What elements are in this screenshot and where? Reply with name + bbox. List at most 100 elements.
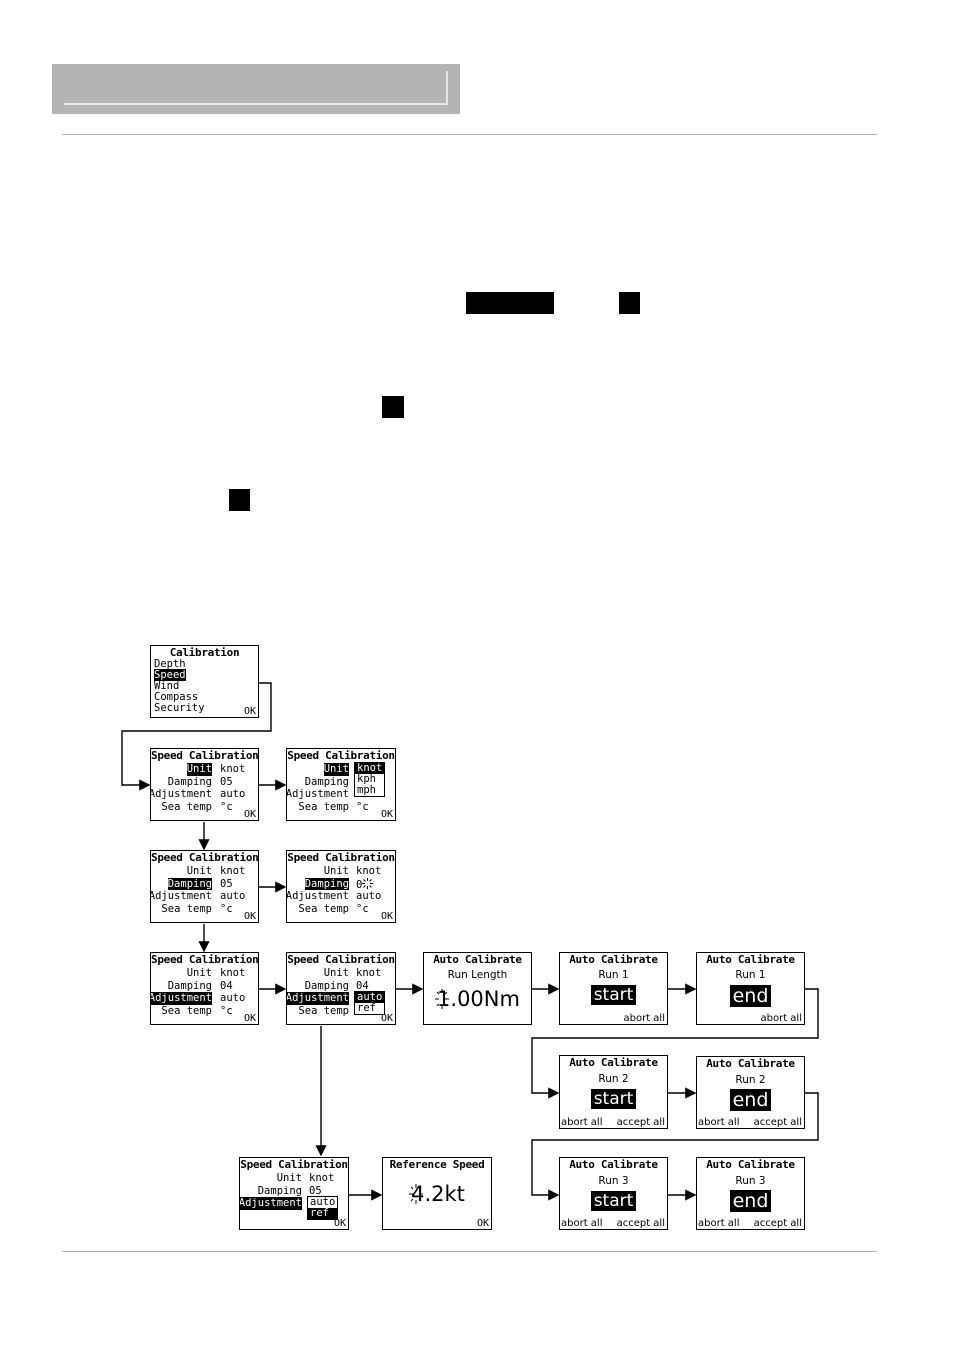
start-indicator[interactable]: start: [560, 1089, 667, 1109]
unit-dropdown[interactable]: knot kph mph: [354, 762, 386, 797]
start-text: start: [590, 1089, 637, 1109]
sea-temp-row[interactable]: Sea temp °c: [287, 903, 395, 916]
ok-softkey[interactable]: OK: [333, 1218, 346, 1229]
screen-title: Speed Calibration: [151, 749, 259, 762]
unit-row[interactable]: Unit: [287, 763, 395, 776]
adjustment-dropdown[interactable]: auto ref: [354, 991, 386, 1015]
key-symbol-small-3: [229, 489, 250, 511]
end-indicator[interactable]: end: [697, 985, 804, 1007]
screen-title: Auto Calibrate: [706, 953, 795, 966]
start-indicator[interactable]: start: [560, 985, 667, 1005]
adjustment-row[interactable]: Adjustment: [287, 992, 395, 1005]
sea-temp-label: Sea temp: [298, 902, 349, 915]
end-indicator[interactable]: end: [697, 1089, 804, 1111]
menu-item-depth[interactable]: Depth: [154, 658, 186, 670]
unit-value: knot: [356, 967, 382, 979]
sea-temp-value: °c: [356, 800, 369, 813]
abort-all-softkey[interactable]: abort all: [698, 1117, 740, 1128]
reference-speed-value[interactable]: 4.2kt: [383, 1182, 491, 1206]
sea-temp-row[interactable]: Sea temp: [287, 1005, 395, 1018]
damping-label: Damping: [167, 775, 212, 788]
ok-softkey[interactable]: OK: [380, 911, 393, 922]
damping-row: Damping: [287, 776, 395, 789]
blink-cursor-icon: [362, 877, 374, 889]
reference-speed-text: 4.2kt: [411, 1182, 465, 1206]
adjustment-dropdown[interactable]: auto ref: [307, 1196, 339, 1220]
auto-cal-run2-end-screen: Auto Calibrate Run 2 end abort all accep…: [696, 1056, 805, 1129]
adjust-option-auto[interactable]: auto: [310, 1196, 336, 1208]
abort-all-softkey[interactable]: abort all: [623, 1013, 666, 1024]
menu-item-compass[interactable]: Compass: [154, 691, 199, 703]
run-label: Run 2: [735, 1074, 766, 1086]
ok-softkey[interactable]: OK: [380, 1013, 393, 1024]
sea-temp-label: Sea temp: [161, 800, 212, 813]
adjust-option-auto[interactable]: auto: [355, 991, 385, 1003]
run-length-value[interactable]: 1.00Nm: [424, 987, 531, 1011]
menu-item-security[interactable]: Security: [154, 702, 205, 714]
adjustment-row[interactable]: Adjustment: [240, 1197, 348, 1210]
auto-cal-run3-start-screen: Auto Calibrate Run 3 start abort all acc…: [559, 1157, 668, 1230]
start-indicator[interactable]: start: [560, 1191, 667, 1211]
ok-softkey[interactable]: OK: [380, 809, 393, 820]
sea-temp-row[interactable]: Sea temp°c: [151, 801, 258, 814]
key-symbol-small-2: [382, 396, 404, 418]
abort-all-softkey[interactable]: abort all: [698, 1218, 740, 1229]
end-text: end: [729, 985, 772, 1007]
bottom-rule: [62, 1251, 877, 1252]
run-label: Run 1: [598, 969, 629, 981]
accept-all-softkey[interactable]: accept all: [753, 1117, 802, 1128]
accept-all-softkey[interactable]: accept all: [616, 1117, 665, 1128]
unit-value: knot: [220, 967, 246, 979]
ok-softkey[interactable]: OK: [243, 1013, 256, 1024]
ok-softkey[interactable]: OK: [476, 1218, 489, 1229]
ok-softkey[interactable]: OK: [243, 706, 256, 717]
unit-option-knot[interactable]: knot: [355, 762, 385, 774]
damping-value-editing[interactable]: 0: [356, 877, 374, 892]
menu-item-wind[interactable]: Wind: [154, 680, 180, 692]
unit-option-mph[interactable]: mph: [357, 784, 376, 796]
speed-cal-unit-dropdown-screen: Speed Calibration Unit Damping Adjustmen…: [286, 748, 396, 821]
menu-item-speed[interactable]: Speed: [154, 669, 186, 682]
abort-all-softkey[interactable]: abort all: [561, 1218, 603, 1229]
abort-all-softkey[interactable]: abort all: [760, 1013, 803, 1024]
sea-temp-value: °c: [220, 902, 233, 915]
screen-title: Speed Calibration: [151, 851, 259, 864]
end-indicator[interactable]: end: [697, 1190, 804, 1212]
sea-temp-row[interactable]: Sea temp°c: [151, 1005, 258, 1018]
damping-label: Damping: [257, 1184, 302, 1197]
sea-temp-value: °c: [356, 902, 369, 915]
ok-softkey[interactable]: OK: [243, 911, 256, 922]
damping-value: 05: [220, 877, 233, 890]
accept-all-softkey[interactable]: accept all: [753, 1218, 802, 1229]
ok-softkey[interactable]: OK: [243, 809, 256, 820]
abort-all-softkey[interactable]: abort all: [561, 1117, 603, 1128]
adjustment-label: Adjustment: [150, 788, 212, 800]
adjust-option-ref[interactable]: ref: [308, 1208, 338, 1219]
adjust-option-ref[interactable]: ref: [357, 1002, 376, 1014]
accept-all-softkey[interactable]: accept all: [616, 1218, 665, 1229]
sea-temp-row[interactable]: Sea temp°c: [151, 903, 258, 916]
sea-temp-value: °c: [220, 1004, 233, 1017]
unit-option-kph[interactable]: kph: [357, 773, 376, 785]
unit-label: Unit: [186, 865, 212, 877]
